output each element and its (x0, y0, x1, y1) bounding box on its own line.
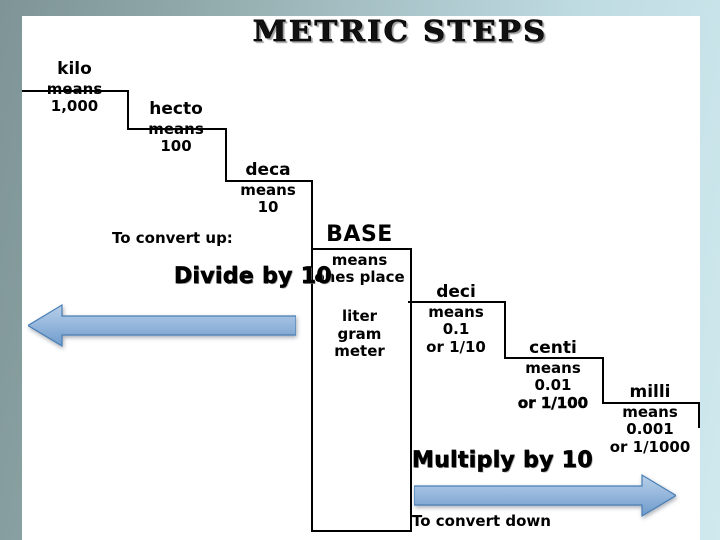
step-deca-line1: means (240, 180, 296, 199)
step-centi-name: centi (529, 338, 577, 358)
divide-by-10-label: Divide by 10 (174, 264, 332, 290)
page-title: METRIC STEPS (252, 14, 548, 49)
step-centi-line1: means (525, 358, 581, 377)
step-deci-line3: or 1/10 (426, 337, 486, 356)
step-centi: centi means 0.01 or 1/100 (504, 338, 602, 412)
step-line-deca-top (225, 180, 311, 182)
step-kilo-line2: 1,000 (50, 97, 99, 116)
step-base-name: BASE (326, 222, 393, 247)
step-line-kilo-riser (127, 90, 129, 128)
step-centi-line3: or 1/100 (517, 393, 589, 412)
step-base-unit-liter: liter (341, 307, 378, 326)
convert-up-label: To convert up: (112, 229, 233, 247)
step-base-unit-meter: meter (334, 342, 385, 361)
step-line-kilo-top (22, 90, 127, 92)
step-centi-line2: 0.01 (534, 376, 572, 395)
step-milli-name: milli (629, 382, 671, 402)
step-milli-line2: 0.001 (626, 420, 674, 439)
content-sheet (22, 16, 700, 540)
convert-down-arrow-right (414, 473, 676, 518)
step-line-hecto-riser (225, 128, 227, 180)
step-milli: milli means 0.001 or 1/1000 (602, 382, 698, 456)
base-step-box (311, 248, 412, 532)
step-line-deca-riser (311, 180, 313, 248)
convert-down-label: To convert down (412, 512, 551, 530)
step-deci: deci means 0.1 or 1/10 (408, 282, 504, 356)
left-arrow-icon (28, 303, 296, 348)
step-line-centi-top (504, 357, 602, 359)
step-base-line2: ones place (314, 267, 405, 286)
step-deca-name: deca (245, 160, 291, 180)
step-base-line1: means (331, 250, 388, 269)
step-line-milli-top (602, 402, 698, 404)
step-deci-line2: 0.1 (442, 320, 470, 339)
step-deca: deca means 10 (225, 160, 311, 217)
step-base-unit-gram: gram (337, 324, 382, 343)
step-line-milli-riser (698, 402, 700, 428)
step-kilo-name: kilo (57, 59, 92, 79)
right-arrow-icon (414, 473, 676, 518)
step-hecto-name: hecto (149, 99, 203, 119)
step-deci-name: deci (436, 282, 476, 302)
step-kilo-line1: means (46, 79, 103, 98)
step-line-centi-riser (602, 357, 604, 402)
step-milli-line1: means (622, 402, 678, 421)
step-kilo: kilo means 1,000 (22, 59, 127, 116)
step-deci-line1: means (428, 302, 484, 321)
step-base: BASE means ones place liter gram meter (311, 222, 408, 360)
convert-up-arrow-left (28, 303, 296, 348)
step-deca-line2: 10 (257, 198, 279, 217)
step-line-deci-top (408, 301, 504, 303)
step-line-deci-riser (504, 301, 506, 357)
step-line-hecto-top (127, 128, 225, 130)
multiply-by-10-label: Multiply by 10 (412, 448, 594, 474)
step-hecto: hecto means 100 (127, 99, 225, 156)
step-hecto-line2: 100 (160, 137, 192, 156)
step-milli-line3: or 1/1000 (609, 437, 691, 456)
step-hecto-line1: means (148, 119, 204, 138)
